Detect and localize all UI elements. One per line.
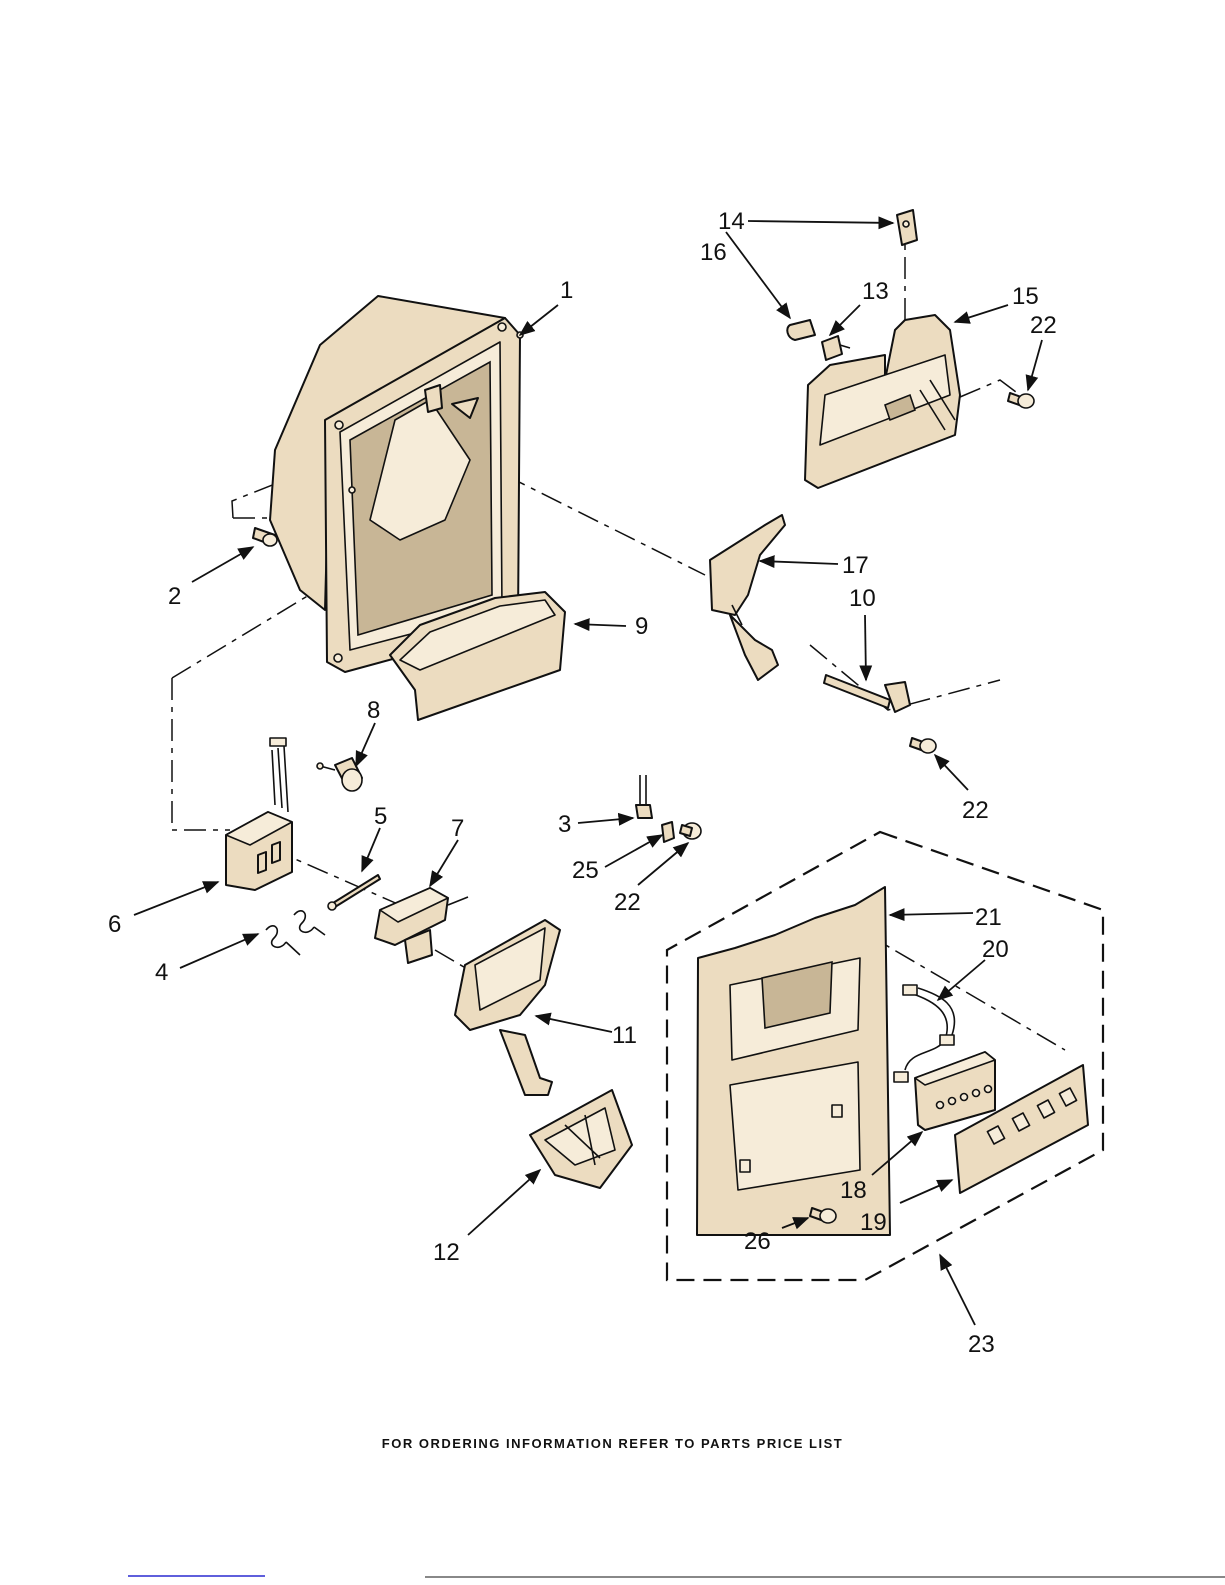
- callout-15: 15: [1012, 283, 1039, 310]
- callout-19: 19: [860, 1209, 887, 1236]
- part-3-switch: [636, 775, 652, 818]
- callout-14: 14: [718, 208, 745, 235]
- callout-22-mid: 22: [614, 889, 641, 916]
- callout-12: 12: [433, 1239, 460, 1266]
- part-16-bulb: [787, 320, 815, 340]
- bottom-rule: [0, 1575, 1225, 1579]
- part-12-funnel: [530, 1090, 632, 1188]
- ordering-info-footer: FOR ORDERING INFORMATION REFER TO PARTS …: [0, 1436, 1225, 1451]
- callout-6: 6: [108, 911, 121, 938]
- part-10-rod: [824, 675, 910, 712]
- part-22-screw-top: [1008, 393, 1034, 408]
- callout-10: 10: [849, 585, 876, 612]
- callout-2: 2: [168, 583, 181, 610]
- part-22-screw-right: [910, 738, 936, 753]
- part-6-solenoid: [226, 738, 292, 890]
- part-25-clip: [662, 822, 674, 842]
- callout-25: 25: [572, 857, 599, 884]
- callout-3: 3: [558, 811, 571, 838]
- callout-23: 23: [968, 1331, 995, 1358]
- part-4-springs: [266, 911, 325, 955]
- part-2-screw: [253, 528, 277, 546]
- callout-16: 16: [700, 239, 727, 266]
- callout-22-right: 22: [962, 797, 989, 824]
- callout-1: 1: [560, 277, 573, 304]
- callout-9: 9: [635, 613, 648, 640]
- callout-17: 17: [842, 552, 869, 579]
- callout-8: 8: [367, 697, 380, 724]
- part-22-screw-mid: [680, 823, 701, 839]
- callout-21: 21: [975, 904, 1002, 931]
- callout-5: 5: [374, 803, 387, 830]
- callout-11: 11: [612, 1022, 637, 1049]
- part-11-ice-lever: [455, 920, 560, 1095]
- part-17-lever: [710, 515, 785, 680]
- part-13-socket: [822, 336, 850, 360]
- part-7-lever: [375, 888, 468, 963]
- callout-4: 4: [155, 959, 168, 986]
- callout-13: 13: [862, 278, 889, 305]
- part-8-cap: [317, 758, 362, 791]
- callout-18: 18: [840, 1177, 867, 1204]
- part-18-control-board: [915, 1052, 995, 1130]
- part-14-connector: [897, 210, 917, 245]
- callout-22-top: 22: [1030, 312, 1057, 339]
- callout-26: 26: [744, 1228, 771, 1255]
- callout-7: 7: [451, 815, 464, 842]
- callout-20: 20: [982, 936, 1009, 963]
